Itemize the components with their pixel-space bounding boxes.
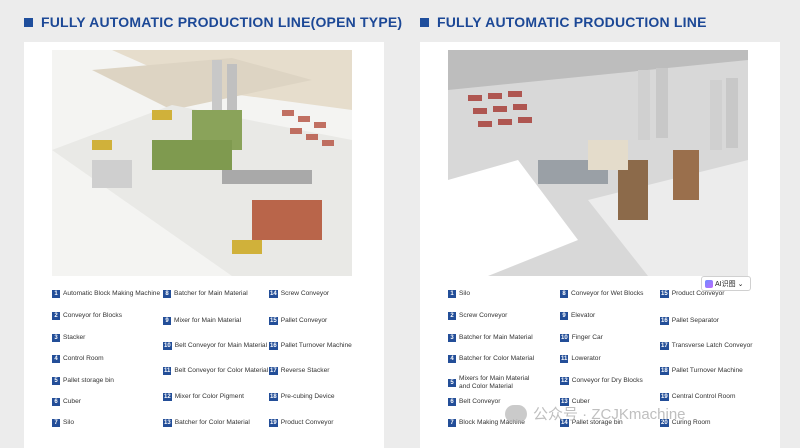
watermark: 公众号 · ZCJKmachine bbox=[505, 403, 686, 424]
watermark-text: 公众号 · ZCJKmachine bbox=[533, 406, 686, 423]
left-heading: FULLY AUTOMATIC PRODUCTION LINE(OPEN TYP… bbox=[24, 14, 402, 30]
ai-icon bbox=[705, 279, 713, 288]
ai-image-recognition-button[interactable]: AI识图 ⌄ bbox=[701, 276, 751, 291]
open-type-line-illustration bbox=[52, 50, 352, 276]
ai-badge-label: AI识图 bbox=[715, 280, 736, 288]
bullet-square-icon bbox=[420, 17, 429, 27]
wechat-icon bbox=[505, 404, 527, 423]
left-title: FULLY AUTOMATIC PRODUCTION LINE(OPEN TYP… bbox=[41, 14, 403, 30]
full-line-illustration bbox=[448, 50, 748, 276]
right-title: FULLY AUTOMATIC PRODUCTION LINE bbox=[437, 14, 707, 30]
chevron-down-icon: ⌄ bbox=[737, 280, 744, 288]
bullet-square-icon bbox=[24, 17, 33, 27]
right-heading: FULLY AUTOMATIC PRODUCTION LINE bbox=[420, 14, 707, 30]
